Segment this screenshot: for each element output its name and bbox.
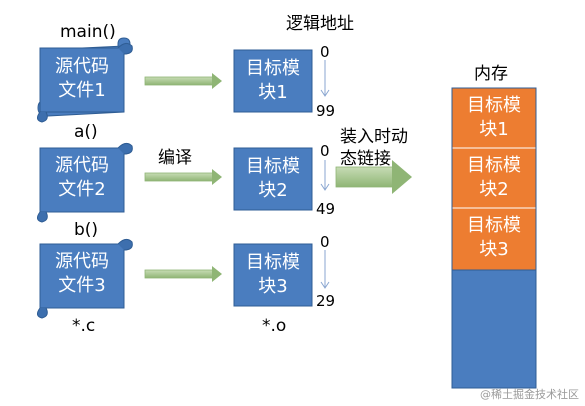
address-range-arrow-2: [320, 160, 330, 191]
link-label-line1: 装入时动: [340, 127, 408, 147]
main-function-label: main(): [60, 22, 116, 42]
module-1-address-end: 99: [316, 102, 336, 120]
link-arrow: [335, 160, 412, 194]
module-1-line1: 目标模: [246, 58, 300, 79]
memory-label: 内存: [474, 64, 508, 84]
source-file-2: 源代码 文件2: [40, 154, 124, 202]
module-2: 目标模 块2: [234, 155, 312, 203]
module-2-line2: 块2: [258, 180, 288, 201]
memory-module-3-line1: 目标模: [467, 215, 521, 236]
memory-module-1-line2: 块1: [479, 119, 509, 140]
memory-block-3: [451, 207, 537, 271]
memory-module-3-line2: 块3: [479, 239, 509, 260]
watermark: @稀土掘金技术社区: [480, 388, 579, 401]
module-3-line2: 块3: [258, 276, 288, 297]
compile-label: 编译: [158, 148, 192, 168]
source-file-1-shape: [36, 37, 133, 123]
module-3-box: [233, 243, 313, 307]
source-extension-label: *.c: [72, 316, 96, 336]
module-1: 目标模 块1: [234, 57, 312, 105]
source-file-2-shape: [36, 142, 133, 223]
module-3-address-end: 29: [316, 292, 336, 310]
address-range-arrow-3: [320, 250, 330, 289]
module-1-line2: 块1: [258, 82, 288, 103]
object-extension-label: *.o: [262, 316, 287, 336]
source-file-3-line2: 文件3: [58, 275, 106, 296]
memory-column: [451, 87, 537, 389]
source-file-3-shape: [36, 238, 133, 319]
source-file-1-line2: 文件1: [58, 80, 106, 101]
logical-address-label: 逻辑地址: [286, 14, 354, 34]
b-function-label: b(): [74, 220, 99, 240]
module-1-address-start: 0: [320, 43, 330, 61]
module-3-line1: 目标模: [246, 252, 300, 273]
source-file-3: 源代码 文件3: [40, 250, 124, 298]
compile-arrow-1: [144, 73, 222, 89]
memory-module-3: 目标模 块3: [452, 214, 536, 262]
source-file-3-line1: 源代码: [55, 251, 109, 272]
source-file-2-line2: 文件2: [58, 179, 106, 200]
module-3-address-start: 0: [320, 233, 330, 251]
a-function-label: a(): [74, 122, 98, 142]
memory-module-1: 目标模 块1: [452, 94, 536, 142]
source-file-1: 源代码 文件1: [40, 55, 124, 103]
module-2-box: [233, 147, 313, 211]
module-3: 目标模 块3: [234, 251, 312, 299]
link-label: 装入时动 态链接: [340, 126, 408, 170]
compile-arrow-3: [144, 266, 222, 282]
module-2-address-end: 49: [316, 200, 336, 218]
compile-arrow-2: [144, 169, 222, 185]
memory-module-2-line2: 块2: [479, 179, 509, 200]
module-2-line1: 目标模: [246, 156, 300, 177]
memory-module-2: 目标模 块2: [452, 154, 536, 202]
memory-module-2-line1: 目标模: [467, 155, 521, 176]
module-1-box: [233, 49, 313, 113]
memory-module-1-line1: 目标模: [467, 95, 521, 116]
source-file-1-line1: 源代码: [55, 56, 109, 77]
link-label-line2: 态链接: [340, 149, 391, 169]
source-file-2-line1: 源代码: [55, 155, 109, 176]
module-2-address-start: 0: [320, 142, 330, 160]
address-range-arrow-1: [320, 60, 330, 97]
memory-free-space: [451, 269, 537, 389]
memory-block-2: [451, 147, 537, 209]
